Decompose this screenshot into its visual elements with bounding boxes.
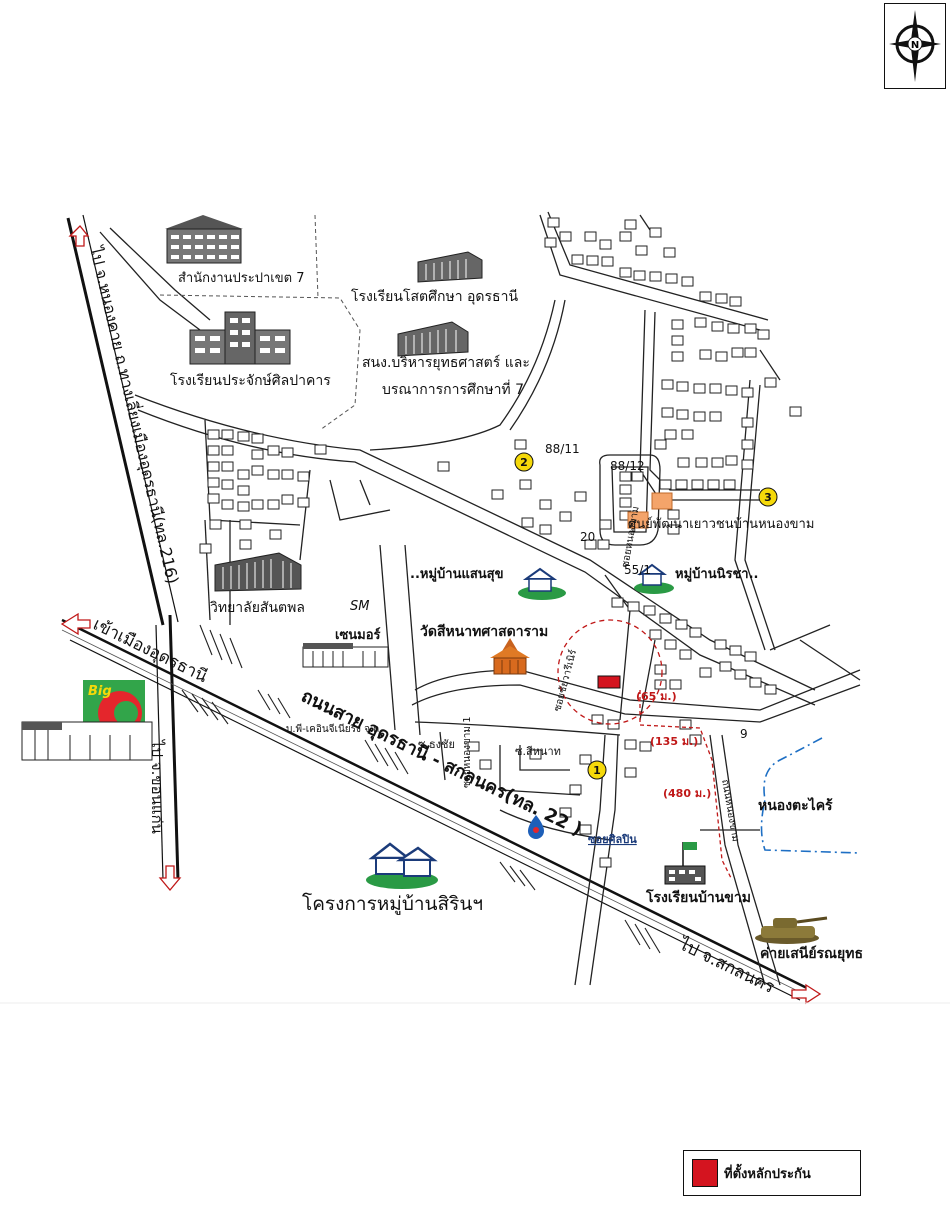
big-c-text: Big (88, 684, 112, 699)
label-main-road: ถนนสาย อุดรธานี - สกลนคร(ทล. 22 ) (297, 686, 585, 842)
label-8812: 88/12 (610, 459, 645, 473)
label-20: 20 (580, 530, 595, 544)
label-company: บ.พี-เคอินจีเนียริ่ง จ.ก. (286, 721, 382, 735)
label-sirin-project: โครงการหมู่บ้านสิรินฯ (302, 892, 483, 915)
label-soi-sihanat: ซ.สีหนาท (515, 745, 561, 758)
gas-station-icon (528, 815, 544, 839)
label-road-nongkham: ถนนหนองขาม (719, 779, 741, 843)
arrow-to-nongkhai (68, 225, 90, 247)
legend-label: ที่ตั้งหลักประกัน (724, 1166, 811, 1182)
label-soi-thongchai: ซ.ธงชัย (418, 738, 455, 751)
army-tank-icon (755, 916, 828, 944)
label-9: 9 (740, 727, 748, 741)
label-to-khonkaen: ไป จ.ขอนแก่น (148, 739, 166, 834)
lake-boundary (760, 737, 861, 854)
arrow-to-sakon (791, 983, 822, 1005)
big-c-store-icon: Big (21, 680, 153, 761)
sotsuksa-school-building-icon (417, 251, 483, 283)
label-dist-480: (480 ม.) (663, 787, 711, 800)
svg-text:3: 3 (764, 491, 772, 504)
roadside-lots (181, 624, 661, 954)
legend-swatch (692, 1159, 718, 1187)
dashed-boundary (159, 294, 361, 431)
compass-north-letter: N (911, 40, 919, 51)
label-soi-nongkham1: ซอยหนองขาม 1 (462, 716, 473, 788)
north-compass: N (884, 3, 946, 89)
marker-1: 1 (587, 760, 607, 780)
label-strategy-office-2: บรณาการการศึกษาที่ 7 (382, 380, 524, 398)
label-youth-center: ศูนย์พัฒนาเยาวชนบ้านหนองขาม (628, 516, 814, 532)
nirasha-village-icon (634, 563, 674, 594)
label-saensuk-village: ..หมู่บ้านแสนสุข (410, 566, 503, 582)
youth-center-block (651, 492, 673, 510)
label-sotsuksa-school: โรงเรียนโสตศึกษา อุดรธานี (351, 288, 518, 305)
direction-arrows (60, 225, 822, 1005)
route-line (639, 690, 733, 881)
arrow-to-khonkaen (158, 865, 182, 892)
label-prachak-school: โรงเรียนประจักษ์ศิลปาคาร (170, 372, 331, 389)
label-army-camp: ค่ายเสนีย์รณยุทธ (760, 945, 863, 962)
nongkham-school-icon (664, 842, 706, 885)
label-temple: วัดสีหนาทศาสดาราม (420, 624, 548, 640)
label-central: เซนมอร์ (335, 627, 381, 643)
saensuk-village-icon (518, 567, 566, 600)
label-water-office: สำนักงานประปาเขต 7 (178, 271, 304, 286)
label-dist-65: (65 ม.) (636, 690, 677, 703)
arrow-to-city (60, 612, 91, 636)
svg-text:2: 2 (520, 456, 528, 469)
central-mall-icon (302, 643, 389, 668)
collateral-site-marker (597, 675, 621, 689)
marker-2: 2 (514, 452, 534, 472)
label-8811: 88/11 (545, 442, 580, 456)
label-to-city: เข้าเมืองอุดรธานี (90, 615, 211, 688)
label-santapon-college: วิทยาลัยสันตพล (210, 600, 305, 616)
label-to-nongkhai: ไป จ.หนองคาย ถ.ทางเลี่ยงเมืองอุดรธานี(ทล… (85, 242, 185, 586)
strategy-office-building-icon (397, 321, 469, 357)
label-551: 55/1 (624, 563, 651, 577)
prachak-school-building-icon (189, 311, 291, 365)
water-office-building-icon (165, 215, 243, 264)
map-legend: ที่ตั้งหลักประกัน (683, 1150, 861, 1196)
site-radius-circle (557, 619, 663, 725)
youth-center-block (627, 511, 649, 529)
temple-icon (490, 638, 530, 675)
marker-3: 3 (758, 487, 778, 507)
svg-text:1: 1 (593, 764, 601, 777)
label-nirasha-village: หมู่บ้านนิรชา.. (675, 566, 758, 582)
label-lake: หนองตะไคร้ (758, 796, 833, 814)
label-soi-sinlapin: ซอยศิลปิน (588, 833, 637, 846)
label-nongkham-school: โรงเรียนบ้านขาม (645, 888, 751, 906)
road-network (61, 211, 861, 1001)
label-dist-135: (135 ม.) (650, 735, 698, 748)
label-strategy-office-1: สนง.บริหารยุทธศาสตร์ และ (362, 354, 530, 371)
santapon-college-building-icon (214, 552, 302, 592)
sirin-village-icon (366, 842, 438, 889)
label-sm: SM (350, 599, 369, 614)
